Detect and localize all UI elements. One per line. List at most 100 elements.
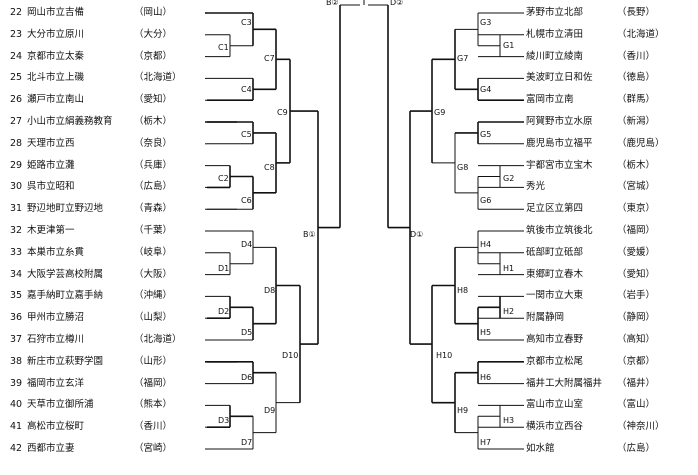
team-prefecture: （愛媛） (617, 246, 656, 258)
match-label-b1: B① (303, 230, 316, 239)
match-label-h5: H5 (480, 328, 492, 337)
team-prefecture: （北海道） (134, 72, 182, 84)
seed-number: 39 (10, 377, 23, 389)
match-label-h2: H2 (503, 307, 515, 316)
match-label-h10: H10 (436, 351, 453, 360)
seed-number: 40 (10, 399, 23, 411)
match-label-c8: C8 (264, 163, 275, 172)
match-label-d2-left: D2 (218, 307, 230, 316)
team-name: 附属静岡 (526, 312, 565, 324)
seed-number: 34 (10, 268, 23, 280)
team-prefecture: （岡山） (134, 7, 173, 18)
team-name: 福井工大附属福井 (526, 377, 603, 389)
match-label-g1: G1 (503, 41, 515, 50)
team-name: 鹿児島市立福平 (526, 137, 593, 149)
team-prefecture: （大阪） (134, 268, 173, 280)
match-label-h9: H9 (457, 406, 469, 415)
team-prefecture: （山梨） (134, 312, 173, 324)
match-label-d8: D8 (264, 286, 276, 295)
match-label-h8: H8 (457, 286, 469, 295)
team-prefecture: （富山） (617, 399, 656, 411)
team-prefecture: （沖縄） (134, 290, 173, 302)
team-name: 宇都宮市立宝木 (526, 159, 593, 171)
seed-number: 41 (10, 421, 23, 433)
seed-number: 23 (10, 28, 23, 40)
match-label-d3-left: D3 (218, 416, 230, 425)
team-prefecture: （大分） (134, 28, 173, 40)
team-name: 東郷町立春木 (526, 268, 584, 280)
team-prefecture: （神奈川） (617, 421, 665, 433)
team-name: 美波町立日和佐 (526, 72, 593, 84)
team-name: 瀬戸市立南山 (27, 94, 85, 106)
match-label-c7: C7 (264, 54, 275, 63)
team-prefecture: （青森） (134, 203, 173, 215)
team-name: 大阪学芸高校附属 (27, 268, 104, 280)
team-name: 福岡市立玄洋 (27, 377, 85, 389)
team-name: 筑後市立筑後北 (526, 225, 593, 236)
seed-number: 36 (10, 312, 23, 324)
team-name: 嘉手納町立嘉手納 (27, 290, 104, 302)
team-name: 綾川町立綾南 (526, 50, 584, 62)
match-label-d6: D6 (241, 373, 253, 382)
match-label-g3: G3 (480, 18, 492, 27)
match-label-h4: H4 (480, 240, 492, 249)
match-label-d1: D① (410, 230, 424, 239)
match-label-d4: D4 (241, 240, 253, 249)
match-label-g6: G6 (480, 196, 492, 205)
match-label-h6: H6 (480, 373, 492, 382)
team-name: 小山市立絹義務教育 (27, 116, 113, 127)
team-prefecture: （千葉） (134, 225, 173, 236)
team-prefecture: （宮城） (617, 181, 656, 193)
team-name: 富岡市立南 (526, 94, 574, 106)
team-prefecture: （栃木） (617, 159, 656, 171)
team-prefecture: （香川） (134, 421, 173, 433)
team-prefecture: （兵庫） (134, 159, 173, 171)
match-label-c2: C2 (218, 174, 229, 183)
team-name: 砥部町立砥部 (526, 246, 584, 258)
match-label-g2: G2 (503, 174, 515, 183)
match-label-c1: C1 (218, 43, 229, 52)
team-prefecture: （群馬） (617, 94, 656, 106)
match-label-d7: D7 (241, 438, 253, 447)
team-name: 野辺地町立野辺地 (27, 203, 104, 215)
team-prefecture: （山形） (134, 355, 173, 367)
team-name: 富山市立山室 (526, 399, 584, 411)
seed-number: 38 (10, 355, 23, 367)
seed-number: 33 (10, 246, 23, 258)
seed-number: 32 (10, 225, 23, 236)
team-prefecture: （静岡） (617, 312, 656, 324)
team-name: 高知市立春野 (526, 334, 584, 345)
seed-number: 35 (10, 290, 23, 302)
team-prefecture: （京都） (134, 50, 173, 62)
team-name: 茅野市立北部 (526, 7, 584, 18)
team-prefecture: （熊本） (134, 399, 173, 411)
match-label-b2: B② (326, 0, 339, 7)
team-name: 新庄市立萩野学園 (27, 355, 104, 367)
seed-number: 42 (10, 443, 23, 454)
team-prefecture: （栃木） (134, 116, 173, 127)
team-prefecture: （東京） (617, 203, 656, 215)
match-label-d10: D10 (282, 351, 299, 360)
seed-number: 30 (10, 181, 23, 193)
team-prefecture: （北海道） (134, 334, 182, 345)
team-prefecture: （岩手） (617, 290, 656, 302)
match-label-h1: H1 (503, 264, 515, 273)
match-label-g8: G8 (457, 163, 469, 172)
team-name: 如水館 (526, 443, 555, 454)
team-name: 阿賀野市立水原 (526, 116, 593, 127)
match-label-h7: H7 (480, 438, 492, 447)
match-label-c4: C4 (241, 85, 252, 94)
team-prefecture: （福岡） (617, 225, 656, 236)
seed-number: 25 (10, 72, 23, 84)
team-prefecture: （鹿児島） (617, 137, 665, 149)
match-label-c5: C5 (241, 130, 252, 139)
seed-number: 37 (10, 334, 23, 345)
team-prefecture: （広島） (617, 443, 656, 454)
team-prefecture: （福岡） (134, 377, 173, 389)
match-label-g7: G7 (457, 54, 469, 63)
team-name: 秀光 (526, 181, 546, 193)
team-prefecture: （福井） (617, 377, 656, 389)
team-name: 一関市立大東 (526, 290, 584, 302)
team-name: 甲州市立勝沼 (27, 312, 85, 324)
